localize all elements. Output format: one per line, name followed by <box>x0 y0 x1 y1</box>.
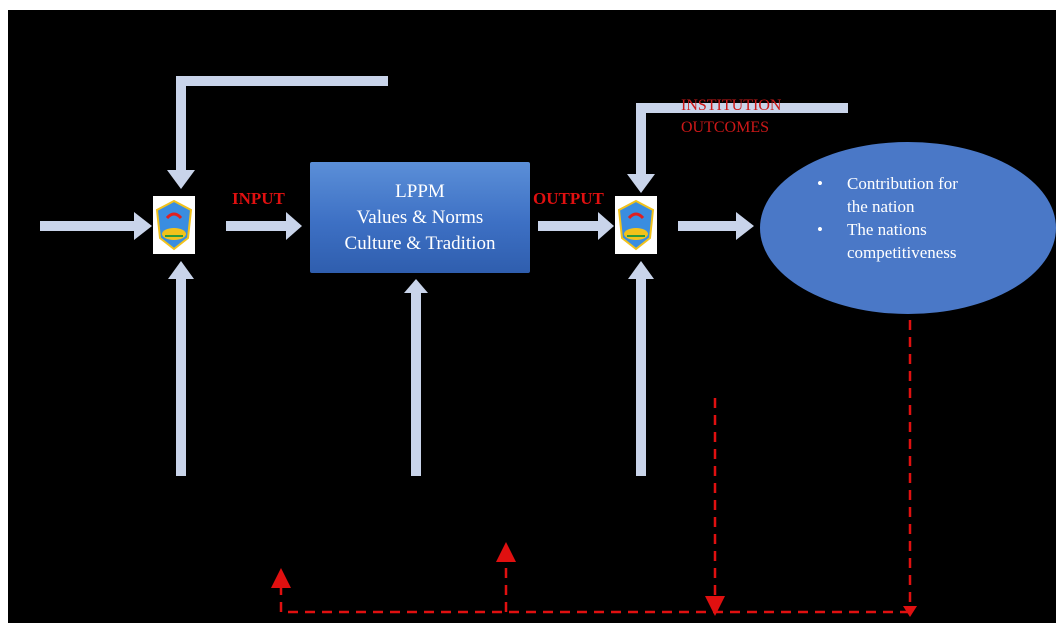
process-box: LPPM Values & Norms Culture & Tradition <box>310 162 530 273</box>
process-box-values: Values & Norms <box>356 206 484 228</box>
institution-outcomes-line1: INSTITUTION <box>681 97 782 114</box>
output-to-outcome-arrow <box>678 212 754 240</box>
outcome-item: • Contribution for the nation <box>815 172 1045 218</box>
institution-outcomes-label: INSTITUTION OUTCOMES <box>681 95 781 139</box>
outcome-item-line1: The nations <box>847 220 927 239</box>
process-to-output-arrow <box>538 212 614 240</box>
outcome-item-line2: the nation <box>847 197 915 216</box>
top-feedback-arrow-1 <box>167 76 388 189</box>
bottom-arrow-1 <box>168 261 194 476</box>
bullet-icon: • <box>817 174 823 193</box>
top-feedback-arrow-2 <box>627 103 848 193</box>
output-label: OUTPUT <box>533 189 604 208</box>
bottom-arrow-2 <box>628 261 654 476</box>
dashed-feedback-lines <box>271 320 912 616</box>
bottom-arrow-process <box>404 279 428 476</box>
university-crest-icon <box>153 196 195 254</box>
process-box-culture: Culture & Tradition <box>344 232 496 254</box>
institution-outcomes-line2: OUTCOMES <box>681 119 770 136</box>
outcome-item: • The nations competitiveness <box>815 218 1045 264</box>
input-arrow <box>40 212 152 240</box>
outcome-item-line1: Contribution for <box>847 174 958 193</box>
input-label: INPUT <box>232 189 285 208</box>
input-to-process-arrow <box>226 212 302 240</box>
outcome-ellipse: • Contribution for the nation • The nati… <box>760 142 1056 314</box>
process-box-title: LPPM <box>395 180 445 202</box>
bullet-icon: • <box>817 220 823 239</box>
outcome-list: • Contribution for the nation • The nati… <box>815 172 1045 264</box>
university-crest-icon <box>615 196 657 254</box>
outcome-item-line2: competitiveness <box>847 243 957 262</box>
dashed-arrowhead-bottom-right <box>903 606 917 617</box>
